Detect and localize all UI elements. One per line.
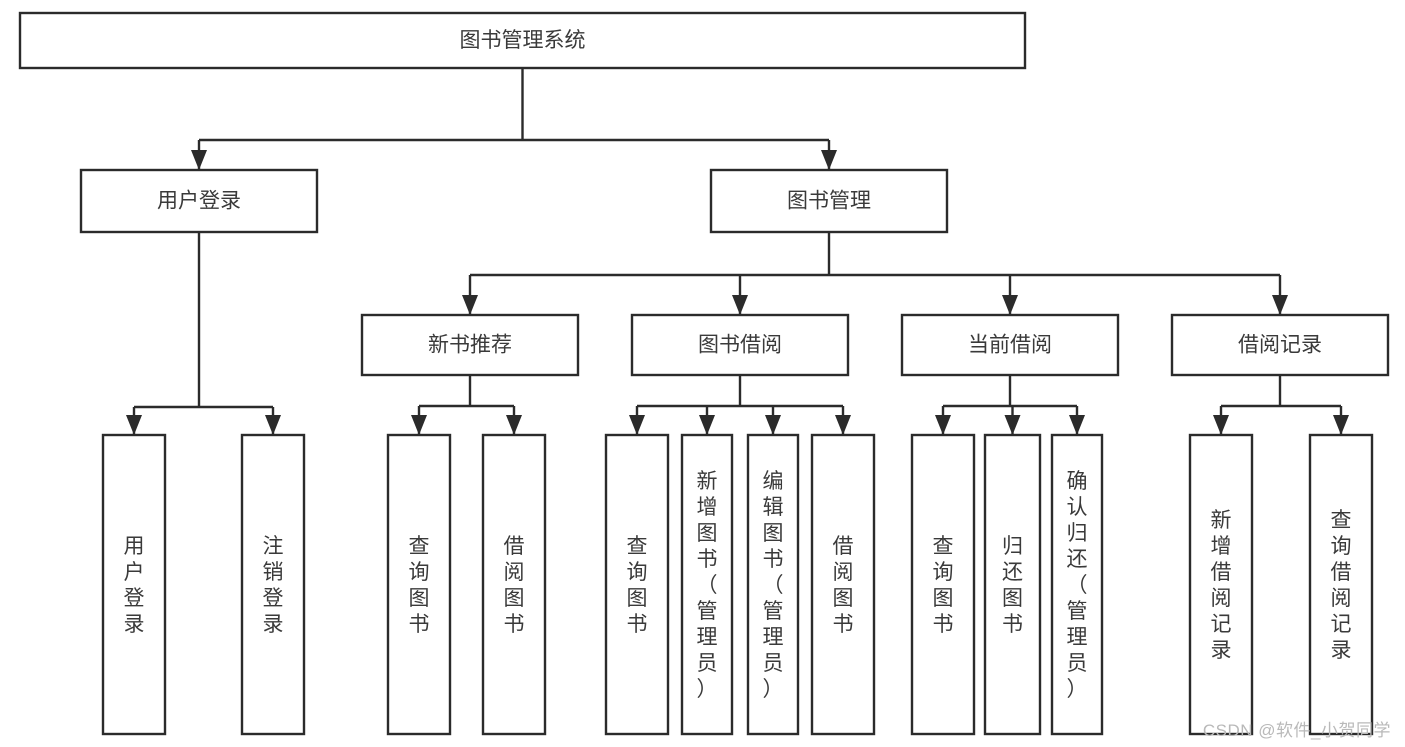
node-box-leaf-query-record: [1308, 433, 1374, 736]
node-label-user-login: 用户登录: [157, 190, 241, 213]
node-leaf-edit-book[interactable]: 编辑图书（管理员）: [746, 433, 800, 736]
arrow-head-icon: [126, 415, 142, 435]
arrow-head-icon: [821, 150, 837, 170]
node-label-leaf-query-book-current: 查询图书: [933, 535, 954, 636]
node-layer: 图书管理系统用户登录图书管理新书推荐图书借阅当前借阅借阅记录用户登录注销登录查询…: [18, 11, 1390, 736]
node-label-leaf-return-book: 归还图书: [1002, 535, 1023, 636]
node-box-leaf-query-book-rec: [386, 433, 452, 736]
arrow-head-icon: [935, 415, 951, 435]
node-leaf-return-book[interactable]: 归还图书: [983, 433, 1042, 736]
node-label-root: 图书管理系统: [460, 29, 586, 52]
node-label-leaf-query-record: 查询借阅记录: [1331, 509, 1352, 662]
node-box-leaf-add-record: [1188, 433, 1254, 736]
arrow-head-icon: [191, 150, 207, 170]
node-root[interactable]: 图书管理系统: [18, 11, 1027, 70]
node-leaf-add-record[interactable]: 新增借阅记录: [1188, 433, 1254, 736]
node-borrow-record[interactable]: 借阅记录: [1170, 313, 1390, 377]
node-label-book-manage: 图书管理: [787, 190, 871, 213]
arrow-head-icon: [411, 415, 427, 435]
node-box-leaf-add-book: [680, 433, 734, 736]
node-leaf-confirm-return[interactable]: 确认归还（管理员）: [1050, 433, 1104, 736]
node-label-leaf-add-record: 新增借阅记录: [1211, 509, 1232, 662]
node-box-book-manage: [709, 168, 949, 234]
arrow-head-icon: [1213, 415, 1229, 435]
node-box-leaf-query-book-current: [910, 433, 976, 736]
node-box-root: [18, 11, 1027, 70]
node-leaf-query-book-rec[interactable]: 查询图书: [386, 433, 452, 736]
csdn-watermark: CSDN @软件_小贺同学: [1202, 721, 1391, 740]
node-book-manage[interactable]: 图书管理: [709, 168, 949, 234]
node-box-leaf-user-login: [101, 433, 167, 736]
node-leaf-query-book-current[interactable]: 查询图书: [910, 433, 976, 736]
arrow-head-icon: [765, 415, 781, 435]
node-new-book-recommend[interactable]: 新书推荐: [360, 313, 580, 377]
node-book-borrow[interactable]: 图书借阅: [630, 313, 850, 377]
node-label-leaf-logout: 注销登录: [263, 535, 284, 636]
node-box-leaf-logout: [240, 433, 306, 736]
node-box-leaf-edit-book: [746, 433, 800, 736]
node-label-leaf-edit-book: 编辑图书（管理员）: [763, 470, 784, 701]
node-label-leaf-query-book-borrow: 查询图书: [627, 535, 648, 636]
node-box-leaf-return-book: [983, 433, 1042, 736]
node-leaf-logout[interactable]: 注销登录: [240, 433, 306, 736]
arrow-head-icon: [265, 415, 281, 435]
node-leaf-borrow-book[interactable]: 借阅图书: [810, 433, 876, 736]
node-box-new-book-recommend: [360, 313, 580, 377]
node-leaf-query-book-borrow[interactable]: 查询图书: [604, 433, 670, 736]
arrow-head-icon: [1069, 415, 1085, 435]
node-box-user-login: [79, 168, 319, 234]
node-leaf-user-login[interactable]: 用户登录: [101, 433, 167, 736]
arrow-head-icon: [1002, 295, 1018, 315]
arrow-head-icon: [699, 415, 715, 435]
node-label-leaf-query-book-rec: 查询图书: [409, 535, 430, 636]
node-box-leaf-borrow-book-rec: [481, 433, 547, 736]
arrow-head-icon: [629, 415, 645, 435]
arrow-head-icon: [835, 415, 851, 435]
node-box-leaf-confirm-return: [1050, 433, 1104, 736]
node-box-current-borrow: [900, 313, 1120, 377]
node-label-current-borrow: 当前借阅: [968, 334, 1052, 357]
node-label-new-book-recommend: 新书推荐: [428, 334, 512, 357]
node-label-book-borrow: 图书借阅: [698, 334, 782, 357]
node-user-login[interactable]: 用户登录: [79, 168, 319, 234]
arrow-head-icon: [1272, 295, 1288, 315]
arrow-head-icon: [506, 415, 522, 435]
node-label-leaf-add-book: 新增图书（管理员）: [697, 470, 718, 701]
node-label-leaf-borrow-book: 借阅图书: [833, 535, 854, 636]
node-label-leaf-borrow-book-rec: 借阅图书: [504, 535, 525, 636]
node-box-borrow-record: [1170, 313, 1390, 377]
node-leaf-add-book[interactable]: 新增图书（管理员）: [680, 433, 734, 736]
node-leaf-borrow-book-rec[interactable]: 借阅图书: [481, 433, 547, 736]
node-box-leaf-borrow-book: [810, 433, 876, 736]
node-label-leaf-confirm-return: 确认归还（管理员）: [1067, 470, 1088, 701]
arrow-head-icon: [1333, 415, 1349, 435]
node-label-leaf-user-login: 用户登录: [124, 535, 145, 636]
node-label-borrow-record: 借阅记录: [1238, 334, 1322, 357]
connector-layer: [126, 68, 1349, 435]
arrow-head-icon: [1004, 415, 1021, 435]
arrow-head-icon: [732, 295, 748, 315]
node-box-book-borrow: [630, 313, 850, 377]
node-leaf-query-record[interactable]: 查询借阅记录: [1308, 433, 1374, 736]
node-box-leaf-query-book-borrow: [604, 433, 670, 736]
node-current-borrow[interactable]: 当前借阅: [900, 313, 1120, 377]
arrow-head-icon: [462, 295, 478, 315]
